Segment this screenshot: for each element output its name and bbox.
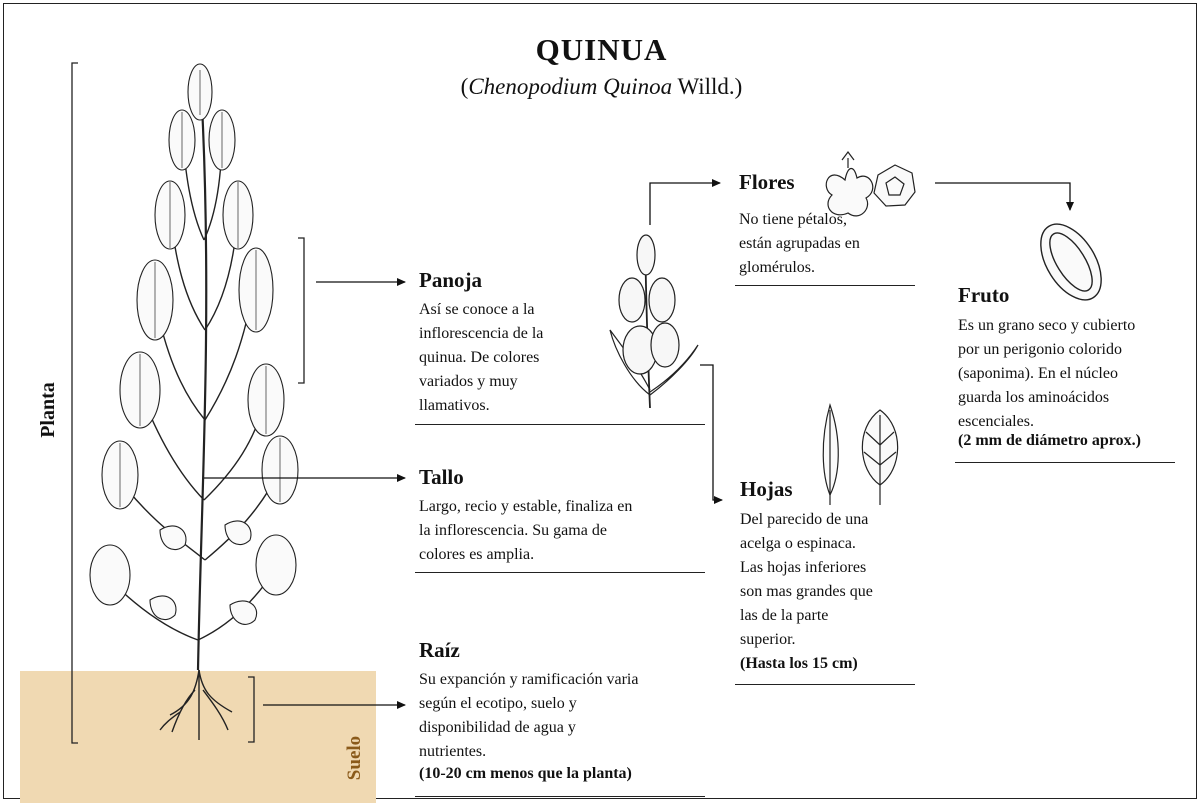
- flower-bud-icon: [826, 152, 873, 216]
- raiz-title: Raíz: [419, 638, 460, 663]
- hojas-note: (Hasta los 15 cm): [740, 655, 858, 673]
- plant-height-bracket: [72, 63, 78, 743]
- fruto-note: (2 mm de diámetro aprox.): [958, 432, 1141, 450]
- flores-rule: [735, 285, 915, 286]
- plant-foliage: [90, 64, 298, 624]
- fruto-rule: [955, 462, 1175, 463]
- connector-fruto: [935, 183, 1070, 210]
- raiz-description: Su expanción y ramificación varia según …: [419, 668, 709, 764]
- flower-open-icon: [874, 165, 915, 206]
- grain-icon: [1028, 214, 1113, 311]
- fruto-description: Es un grano seco y cubierto por un perig…: [958, 314, 1178, 434]
- panoja-description: Así se conoce a la inflorescencia de la …: [419, 298, 599, 418]
- broad-leaf-icon: [862, 410, 897, 505]
- fruto-title: Fruto: [958, 283, 1009, 308]
- hojas-title: Hojas: [740, 477, 793, 502]
- panicle-bracket: [298, 238, 304, 383]
- raiz-rule: [415, 796, 705, 797]
- flores-description: No tiene pétalos, están agrupadas en glo…: [739, 208, 919, 280]
- narrow-leaf-icon: [823, 405, 838, 505]
- root-bracket: [248, 677, 254, 742]
- connector-hojas: [700, 365, 722, 500]
- panicle-illustration: [610, 235, 698, 408]
- panoja-rule: [415, 424, 705, 425]
- hojas-description: Del parecido de una acelga o espinaca. L…: [740, 508, 920, 652]
- flores-title: Flores: [739, 170, 795, 195]
- raiz-note: (10-20 cm menos que la planta): [419, 765, 632, 783]
- tallo-rule: [415, 572, 705, 573]
- hojas-rule: [735, 684, 915, 685]
- connector-flores: [650, 183, 720, 225]
- tallo-description: Largo, recio y estable, finaliza en la i…: [419, 495, 709, 567]
- panoja-title: Panoja: [419, 268, 482, 293]
- tallo-title: Tallo: [419, 465, 464, 490]
